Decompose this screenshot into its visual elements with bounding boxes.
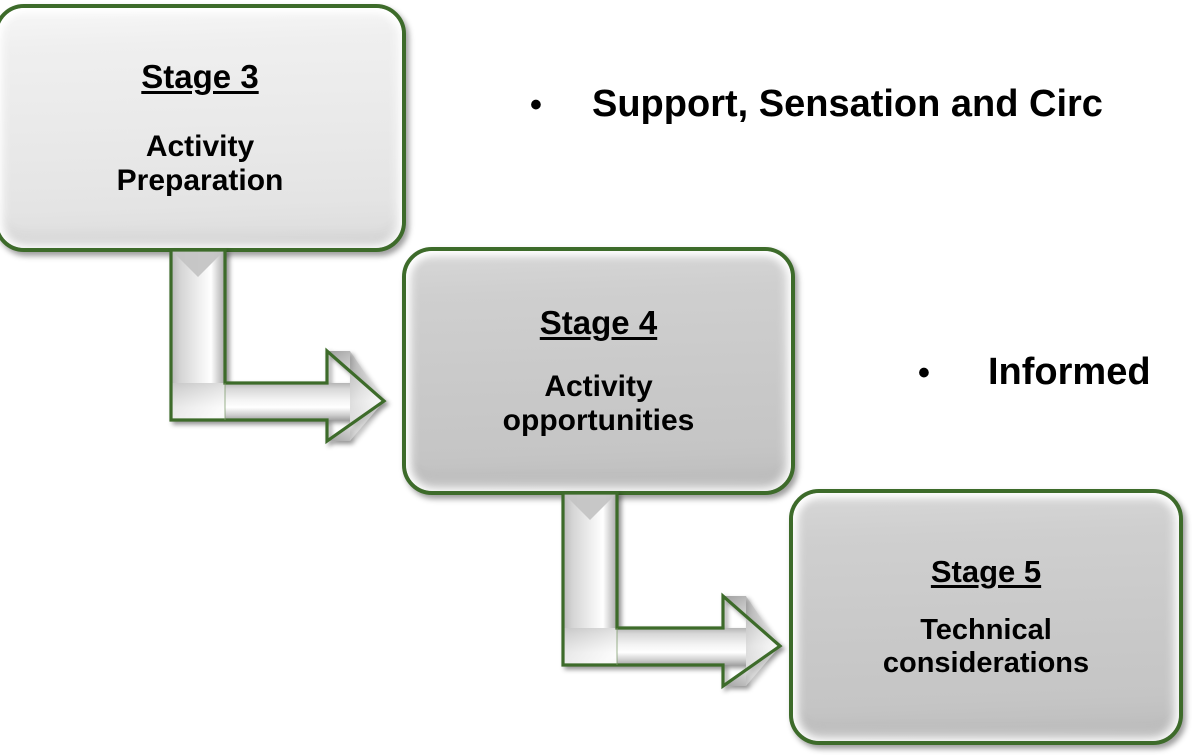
stage-box-stage-5[interactable]: Stage 5 Technical considerations — [789, 489, 1183, 745]
bullet-item: • Informed — [918, 353, 1151, 391]
stage-4-title: Stage 4 — [539, 304, 658, 341]
bullet-text: Support, Sensation and Circ — [592, 83, 1103, 125]
bullet-marker-icon: • — [918, 354, 930, 392]
stage-box-stage-3[interactable]: Stage 3 Activity Preparation — [0, 4, 406, 252]
stage-5-title: Stage 5 — [930, 554, 1042, 590]
stage-5-body: Technical considerations — [882, 613, 1090, 679]
bullet-text: Informed — [988, 351, 1151, 393]
stage-5-content: Stage 5 Technical considerations — [793, 493, 1179, 741]
stage-3-body: Activity Preparation — [116, 129, 284, 197]
elbow-arrow-stage4-to-stage5 — [561, 491, 783, 690]
stage-3-content: Stage 3 Activity Preparation — [0, 8, 402, 248]
stage-4-body: Activity opportunities — [502, 369, 695, 437]
bullet-marker-icon: • — [530, 86, 542, 124]
bullet-item: • Support, Sensation and Circ — [530, 85, 1103, 123]
elbow-arrow-stage3-to-stage4 — [169, 248, 387, 445]
stage-3-title: Stage 3 — [141, 58, 259, 95]
stage-box-stage-4[interactable]: Stage 4 Activity opportunities — [402, 247, 795, 495]
stage-4-content: Stage 4 Activity opportunities — [406, 251, 791, 491]
